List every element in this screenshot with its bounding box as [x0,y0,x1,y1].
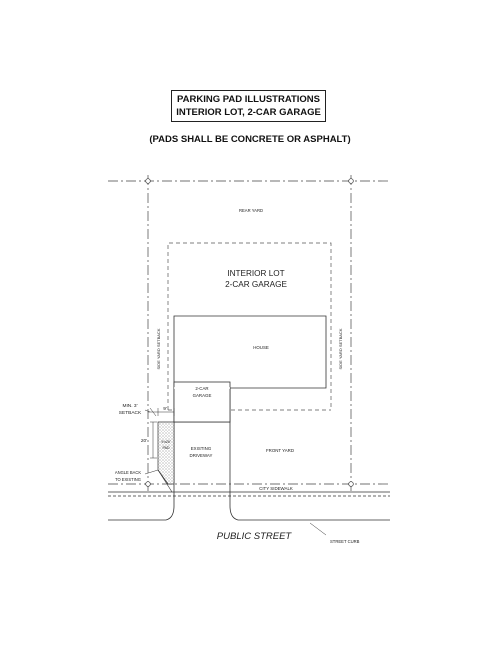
corner-marker-rear-left [145,178,151,184]
pad-width-label: 9' [163,406,167,412]
subtitle: (PADS SHALL BE CONCRETE OR ASPHALT) [149,134,351,145]
front-yard-label: FRONT YARD [266,448,294,453]
public-street-label: PUBLIC STREET [217,531,293,542]
driveway-flare-right [229,505,390,521]
city-sidewalk-label: CITY SIDEWALK [259,486,293,491]
garage-label-2: GARAGE [193,393,212,398]
min-setback-label-1: MIN. 3' [122,403,137,409]
driveway-flare-left [108,505,175,521]
side-setback-right-label: SIDE YARD SETBACK [338,328,343,369]
rear-yard-label: REAR YARD [239,208,263,213]
pad-angle-edge [157,469,173,493]
corner-marker-front-left [145,481,151,487]
corner-marker-rear-right [348,178,354,184]
interior-lot-label-1: INTERIOR LOT [227,269,284,278]
angle-back-label-2: TO EXISTING [115,477,141,482]
corner-marker-front-right [348,481,354,487]
street-curb-label: STREET CURB [330,539,360,544]
min-setback-label-2: SETBACK [119,410,142,416]
driveway-label-2: DRIVEWAY [190,453,213,458]
driveway-label-1: EXISTING [191,446,212,451]
garage-label-1: 2-CAR [195,386,208,391]
title-line-2: INTERIOR LOT, 2-CAR GARAGE [176,107,321,118]
setback-envelope-top [167,242,332,410]
title-line-1: PARKING PAD ILLUSTRATIONS [176,94,321,105]
pad-label-2: PAD [162,446,170,450]
title-box: PARKING PAD ILLUSTRATIONS INTERIOR LOT, … [171,90,326,122]
side-setback-left-label: SIDE YARD SETBACK [156,328,161,369]
house-label: HOUSE [253,345,269,350]
interior-lot-label-2: 2-CAR GARAGE [225,280,287,289]
angle-back-label-1: ANGLE BACK [115,470,141,475]
parking-pad [157,421,175,485]
pad-length-label: 20' [141,438,147,444]
pad-label-1: 9'x20' [161,440,170,444]
